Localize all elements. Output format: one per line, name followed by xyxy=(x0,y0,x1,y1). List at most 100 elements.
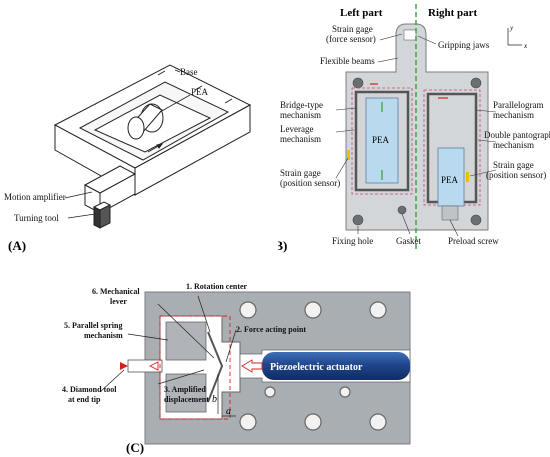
hole-6 xyxy=(369,413,387,431)
slot-3 xyxy=(224,98,233,104)
mechanism-dashed-outline xyxy=(159,315,231,420)
bridge-type-frame xyxy=(354,90,410,192)
pea-left xyxy=(365,97,399,184)
leader-rotation-center xyxy=(197,295,211,333)
jaw-notch xyxy=(403,29,417,41)
strain-gage-left xyxy=(347,150,350,160)
leader-strain-right xyxy=(469,169,497,177)
label-parallel-spring-2: mechanism xyxy=(84,331,123,340)
label-strain-right-2: (position sensor) xyxy=(486,170,546,180)
leader-gripping-jaws xyxy=(417,35,437,45)
leader-parallelogram xyxy=(475,109,497,113)
displacement-arrow xyxy=(148,361,159,371)
title-right-part: Right part xyxy=(428,7,478,19)
label-mech-lever-2: lever xyxy=(110,297,127,306)
label-parallel-spring-1: 5. Parallel spring xyxy=(64,321,122,330)
spring-block-lower xyxy=(165,373,207,413)
leader-motion-amplifier xyxy=(64,191,93,199)
label-amplified-2: displacement xyxy=(164,395,209,404)
label-pantograph-2: mechanism xyxy=(493,140,534,150)
fixing-hole-tr xyxy=(470,77,482,89)
panel-c-tag: (C) xyxy=(126,440,144,455)
label-amplified-1: 3. Amplified xyxy=(164,385,206,394)
label-mech-lever-1: 6. Mechanical xyxy=(92,287,140,296)
leader-flexible-beams xyxy=(377,57,399,63)
label-leverage-1: Leverage xyxy=(280,124,313,134)
label-turning-tool: Turning tool xyxy=(14,213,59,223)
label-flexible-beams: Flexible beams xyxy=(320,56,375,66)
leader-base xyxy=(174,69,181,73)
slot-2 xyxy=(194,85,203,91)
fixing-hole-bl xyxy=(352,214,364,226)
leader-diamond-tool xyxy=(99,369,125,393)
axis-x-label: x xyxy=(523,42,528,50)
dim-b-label: b xyxy=(212,394,217,405)
panel-c-drawing: Piezoelectric actuator b a 6. Mechanical… xyxy=(62,282,411,455)
hole-3 xyxy=(369,301,387,319)
hole-7 xyxy=(264,386,276,398)
leader-bridge xyxy=(335,107,357,111)
pea-right xyxy=(437,147,465,207)
label-gasket: Gasket xyxy=(396,236,421,246)
hole-8 xyxy=(339,386,351,398)
actuator-label: Piezoelectric actuator xyxy=(270,362,363,373)
hole-2 xyxy=(304,301,322,319)
leader-force-point xyxy=(225,329,237,363)
leader-leverage xyxy=(335,129,355,133)
label-motion-amplifier: Motion amplifier xyxy=(4,192,66,202)
pea-cylinder-face xyxy=(127,116,145,140)
panel-b-drawing: Left part Right part y x PEA PEA xyxy=(278,4,550,253)
label-strain-left-1: Strain gage xyxy=(280,168,321,178)
leader-gasket xyxy=(401,213,411,235)
hole-1 xyxy=(239,301,257,319)
label-base: Base xyxy=(180,67,198,77)
label-pantograph-1: Double pantograph xyxy=(484,130,550,140)
label-rotation-center: 1. Rotation center xyxy=(186,282,248,291)
force-arrow xyxy=(241,359,263,373)
label-strain-force-2: (force sensor) xyxy=(326,34,376,44)
label-leverage-2: mechanism xyxy=(280,134,321,144)
dim-a-label: a xyxy=(226,406,231,417)
axis-y-label: y xyxy=(509,24,514,32)
panel-b-tag: (B) xyxy=(278,238,287,253)
label-pea: PEA xyxy=(191,87,209,97)
diamond-tool xyxy=(120,362,128,370)
fixing-hole-tl xyxy=(352,77,364,89)
leader-strain-left xyxy=(335,157,349,179)
turning-tool-front xyxy=(99,204,111,229)
label-gripping-jaws: Gripping jaws xyxy=(438,40,490,50)
label-strain-right-1: Strain gage xyxy=(493,160,534,170)
panel-b: Left part Right part y x PEA PEA xyxy=(278,0,550,262)
pea-right-label: PEA xyxy=(441,175,459,185)
label-strain-left-2: (position sensor) xyxy=(280,178,340,188)
leader-mechanical-lever xyxy=(157,303,215,359)
motion-arrow-head xyxy=(156,143,164,149)
label-preload-screw: Preload screw xyxy=(448,236,499,246)
panel-a-drawing: Base PEA Motion amplifier Turning tool (… xyxy=(4,64,252,253)
pea-left-label: PEA xyxy=(372,135,390,145)
label-parallelogram-2: mechanism xyxy=(493,110,534,120)
label-strain-force-1: Strain gage xyxy=(332,24,373,34)
label-fixing-hole: Fixing hole xyxy=(332,236,373,246)
leader-parallel-spring xyxy=(127,333,169,341)
panel-c: Piezoelectric actuator b a 6. Mechanical… xyxy=(0,274,550,457)
turning-tool-side xyxy=(93,206,101,229)
preload-screw xyxy=(441,205,459,221)
leader-strain-force xyxy=(379,33,403,41)
label-force-point: 2. Force acting point xyxy=(236,325,306,334)
leader-amplified xyxy=(157,369,205,385)
leader-turning-tool xyxy=(67,213,96,219)
hole-5 xyxy=(304,413,322,431)
panel-a: Base PEA Motion amplifier Turning tool (… xyxy=(0,0,275,262)
slot-1 xyxy=(157,70,166,76)
panel-a-tag: (A) xyxy=(8,238,26,253)
leader-preload xyxy=(449,219,459,237)
fixing-hole-br xyxy=(470,214,482,226)
mechanical-lever xyxy=(207,331,224,403)
label-diamond-1: 4. Diamond tool xyxy=(62,385,117,394)
parallelogram-dashed-outline xyxy=(423,89,481,206)
label-parallelogram-1: Parallelogram xyxy=(493,100,543,110)
leverage-dashed-outline xyxy=(351,87,413,195)
fixing-hole-mid xyxy=(397,205,407,215)
strain-gage-right xyxy=(466,172,469,182)
